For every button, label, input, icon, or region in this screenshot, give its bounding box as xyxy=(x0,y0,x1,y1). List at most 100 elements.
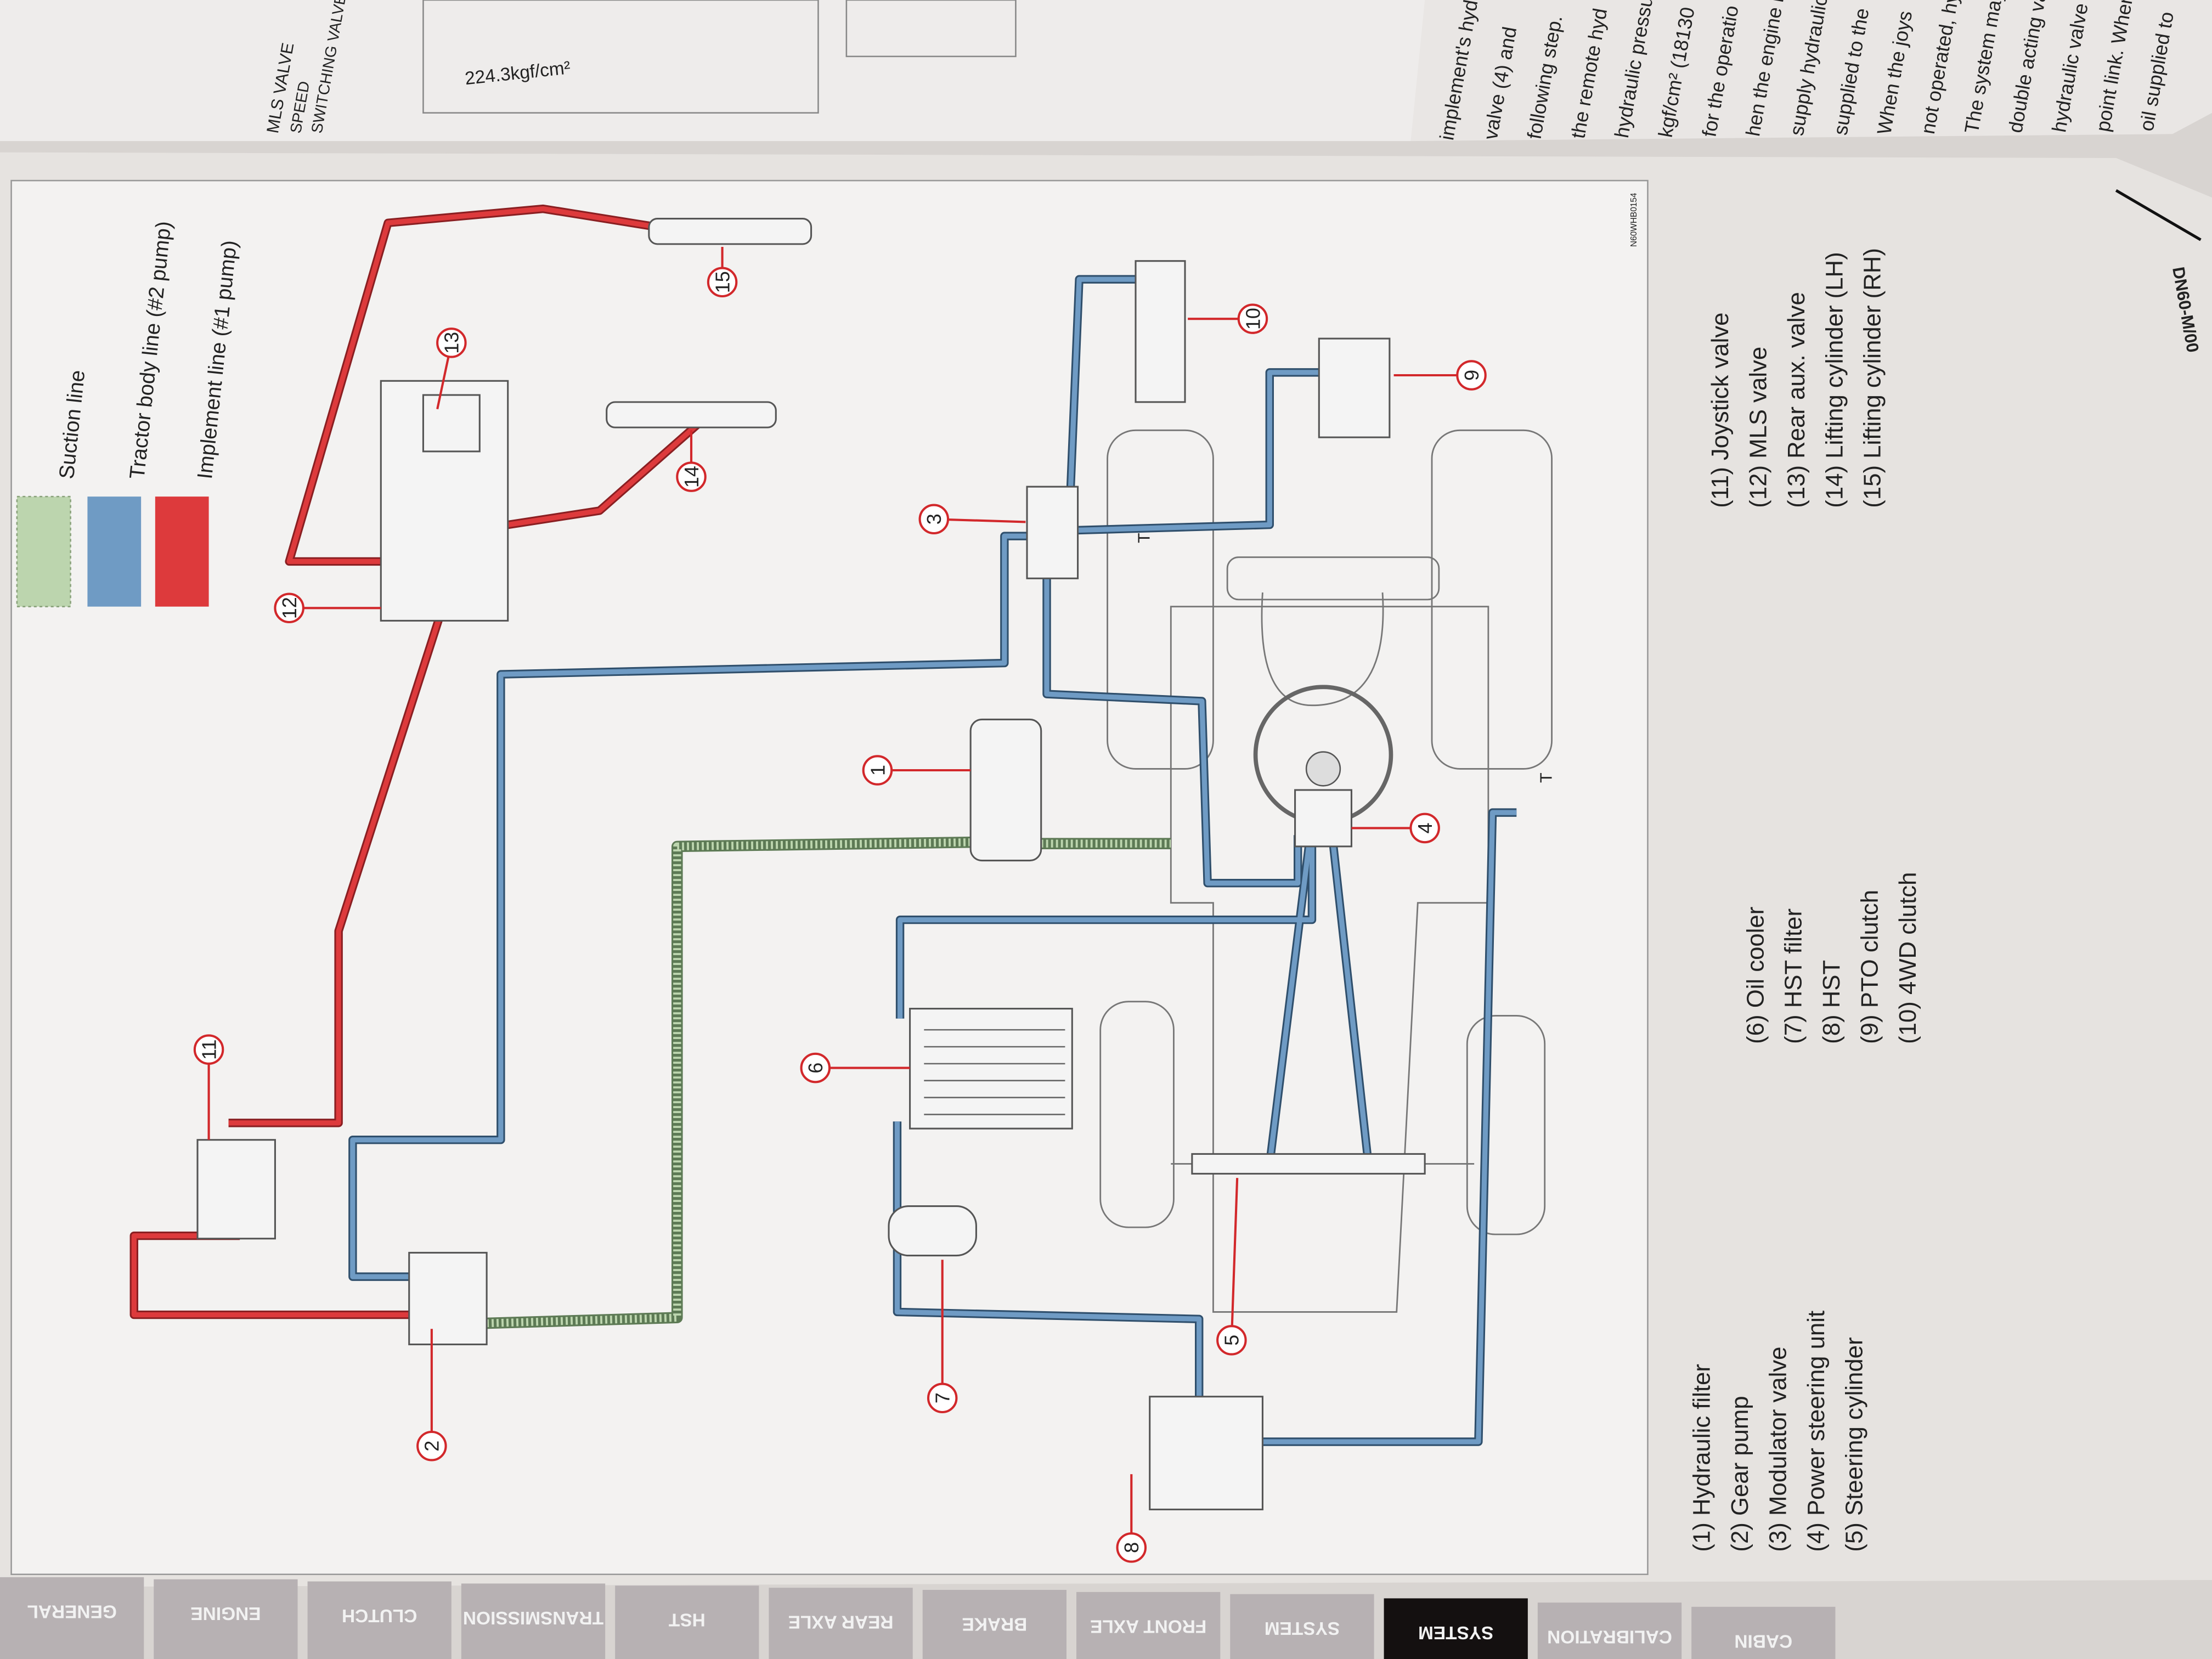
tab-system[interactable]: SYSTEM xyxy=(1384,1598,1528,1659)
callout-15: 15 xyxy=(707,247,738,298)
page-edge-line xyxy=(2115,189,2202,241)
callout-circle xyxy=(1116,1532,1147,1563)
tab-engine[interactable]: ENGINE xyxy=(154,1579,298,1659)
parts-list-item: (14) Lifting cylinder (LH) xyxy=(1821,252,1848,507)
callout-number: 12 xyxy=(278,597,301,619)
tab-label: CABIN xyxy=(1734,1630,1792,1651)
legend-swatch-implement xyxy=(155,496,209,607)
power-steering-unit xyxy=(1294,789,1352,848)
callout-8: 8 xyxy=(1116,1474,1147,1563)
tank-mark: T xyxy=(1135,533,1154,543)
callout-number: 11 xyxy=(198,1039,220,1059)
callout-14: 14 xyxy=(676,430,707,492)
section-tabs: GENERAL ENGINE CLUTCH TRANSMISSION HST REAR A… xyxy=(0,1577,1836,1659)
parts-list-item: (10) 4WD clutch xyxy=(1894,872,1921,1044)
callout-12: 12 xyxy=(274,592,381,624)
callout-number: 1 xyxy=(866,765,889,776)
suction-line xyxy=(486,836,1171,1329)
tab-label: SYSTEM xyxy=(1418,1622,1493,1643)
callout-circle xyxy=(927,1383,958,1414)
parts-list-item: (6) Oil cooler xyxy=(1742,907,1769,1044)
tab-front-axle[interactable]: FRONT AXLE xyxy=(1076,1592,1221,1659)
gear-pump xyxy=(408,1251,488,1346)
upper-page xyxy=(0,0,1453,142)
callout-circle xyxy=(1456,360,1487,391)
parts-list-item: (12) MLS valve xyxy=(1745,347,1771,508)
pto-clutch xyxy=(1318,337,1391,438)
parts-list-item: (3) Modulator valve xyxy=(1764,1347,1791,1552)
callout-circle xyxy=(918,504,950,535)
callout-number: 13 xyxy=(441,332,463,354)
callout-circle xyxy=(676,461,707,492)
figure-code: N60WHB0154 xyxy=(1629,193,1639,247)
tab-label: BRAKE xyxy=(962,1613,1027,1634)
callout-2: 2 xyxy=(416,1329,447,1462)
tab-label: TRANSMISSION xyxy=(463,1607,603,1628)
callout-number: 6 xyxy=(804,1063,827,1074)
callout-number: 5 xyxy=(1221,1335,1243,1346)
callout-3: 3 xyxy=(918,504,1026,535)
tank-mark: T xyxy=(1537,772,1556,783)
callout-5: 5 xyxy=(1216,1178,1247,1356)
parts-list-item: (4) Power steering unit xyxy=(1803,1311,1830,1552)
hydraulic-filter xyxy=(969,718,1042,862)
callout-circle xyxy=(1216,1325,1247,1356)
hst-filter xyxy=(888,1205,977,1257)
parts-list-item: (9) PTO clutch xyxy=(1857,890,1883,1044)
tab-clutch[interactable]: CLUTCH xyxy=(307,1581,452,1659)
tab-label: ENGINE xyxy=(190,1603,261,1623)
callout-7: 7 xyxy=(927,1260,958,1414)
legend-swatch-body xyxy=(87,496,142,607)
callout-number: 14 xyxy=(680,466,703,488)
tab-cabin[interactable]: CABIN xyxy=(1691,1606,1836,1659)
tab-label: GENERAL xyxy=(27,1601,116,1621)
callout-circle xyxy=(193,1034,224,1065)
joystick-valve xyxy=(196,1139,276,1240)
callout-13: 13 xyxy=(436,328,467,410)
callout-1: 1 xyxy=(862,755,971,786)
tab-rear-axle[interactable]: REAR AXLE xyxy=(769,1588,913,1659)
tab-hst[interactable]: HST xyxy=(615,1585,759,1659)
4wd-clutch xyxy=(1135,260,1186,403)
rear-aux-valve xyxy=(422,394,481,453)
callout-number: 10 xyxy=(1242,308,1264,330)
callout-arrow xyxy=(1230,1178,1239,1340)
callout-9: 9 xyxy=(1393,360,1487,391)
callout-11: 11 xyxy=(193,1034,224,1140)
parts-list-item: (1) Hydraulic filter xyxy=(1689,1364,1716,1551)
tab-label: FRONT AXLE xyxy=(1090,1616,1206,1636)
tab-general[interactable]: GENERAL xyxy=(0,1577,144,1659)
facing-page xyxy=(1410,0,2212,142)
tab-label: CLUTCH xyxy=(342,1605,417,1626)
tractor-body-lines-fill xyxy=(350,276,1517,1444)
parts-list: (1) Hydraulic filter(2) Gear pump(3) Mod… xyxy=(1689,248,1921,1551)
parts-list-item: (7) HST filter xyxy=(1780,909,1807,1044)
tab-brake[interactable]: BRAKE xyxy=(922,1590,1066,1659)
tab-label: REAR AXLE xyxy=(788,1612,894,1632)
tab-label: SYSTEM xyxy=(1265,1618,1340,1638)
callout-6: 6 xyxy=(800,1052,910,1084)
hst xyxy=(1149,1396,1263,1510)
callout-number: 2 xyxy=(421,1441,443,1452)
callout-circle xyxy=(1237,303,1268,334)
legend-swatch-suction xyxy=(16,495,71,608)
tractor-outline xyxy=(1099,429,1553,1313)
tab-system[interactable]: SYSTEM xyxy=(1230,1594,1374,1659)
diagram-frame xyxy=(10,179,1649,1575)
tab-calibration[interactable]: CALIBRATION xyxy=(1537,1602,1682,1659)
callout-circle xyxy=(416,1430,447,1462)
parts-list-item: (8) HST xyxy=(1818,960,1845,1044)
callout-circle xyxy=(800,1052,831,1084)
parts-list-item: (15) Lifting cylinder (RH) xyxy=(1859,248,1886,508)
components xyxy=(196,218,1426,1510)
parts-list-item: (11) Joystick valve xyxy=(1707,313,1734,508)
callout-4: 4 xyxy=(1351,812,1440,844)
tab-transmission[interactable]: TRANSMISSION xyxy=(461,1583,606,1659)
callout-number: 8 xyxy=(1120,1542,1143,1553)
oil-cooler xyxy=(909,1008,1073,1130)
tab-label: HST xyxy=(668,1610,705,1630)
lifting-cylinder-rh xyxy=(648,218,812,245)
callout-circle xyxy=(436,328,467,358)
steering-cylinder xyxy=(1191,1153,1426,1175)
